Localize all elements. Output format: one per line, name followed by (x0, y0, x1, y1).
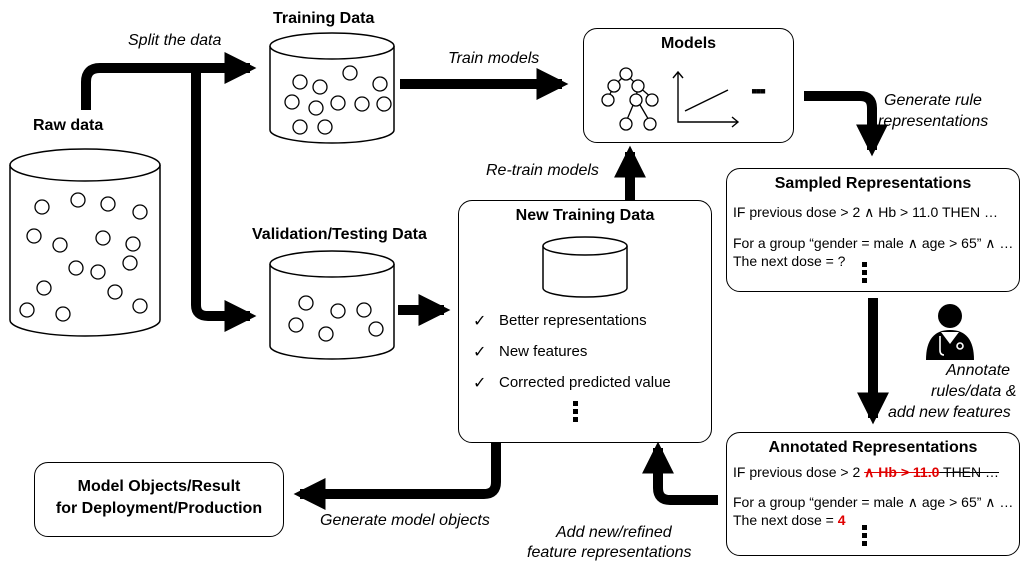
models-title: Models (660, 35, 717, 52)
raw-data-points (19, 192, 148, 322)
output-line-1: Model Objects/Result (77, 478, 241, 495)
sampled-rule-line: IF previous dose > 2 ∧ Hb > 11.0 THEN … (733, 204, 998, 220)
checkmark-icon: ✓ (473, 344, 487, 361)
more-models-ellipsis: ▪▪▪ (751, 81, 766, 101)
annotated-rule-suffix: THEN … (939, 464, 1000, 480)
add-new-refined-label: Add new/refined (556, 524, 672, 541)
training-data-cylinder (269, 32, 395, 144)
sampled-next-dose-line: The next dose = ? (733, 253, 846, 269)
checkmark-icon: ✓ (473, 375, 487, 392)
annotated-next-dose-prefix: The next dose = (733, 512, 838, 528)
annotated-rule-struck: ∧ Hb > 11.0 (864, 464, 940, 480)
models-box: Models ▪▪▪ (583, 28, 794, 143)
annotated-representations-box: Annotated Representations IF previous do… (726, 432, 1020, 556)
split-data-label: Split the data (128, 32, 222, 49)
output-line-2: for Deployment/Production (55, 500, 263, 517)
generate-model-objects-label: Generate model objects (320, 512, 490, 529)
database-icon (542, 236, 628, 298)
sampled-more-ellipsis (862, 262, 867, 286)
retrain-models-label: Re-train models (486, 162, 599, 179)
feature-representations-label: feature representations (527, 544, 692, 561)
annotated-group-line: For a group “gender = male ∧ age > 65” ∧… (733, 494, 1014, 510)
item-new-features: New features (499, 343, 588, 360)
annotated-next-dose-line: The next dose = 4 (733, 512, 845, 528)
item-corrected-predicted-value: Corrected predicted value (499, 374, 671, 391)
sampled-representations-box: Sampled Representations IF previous dose… (726, 168, 1020, 292)
representations-label: representations (878, 113, 989, 130)
annotated-rule-line: IF previous dose > 2 ∧ Hb > 11.0 THEN … (733, 464, 999, 481)
train-models-label: Train models (448, 50, 540, 67)
validation-data-cylinder (269, 250, 395, 360)
new-training-data-title: New Training Data (515, 207, 655, 224)
raw-data-label: Raw data (33, 117, 104, 134)
training-data-points (284, 65, 392, 135)
split-arrows (81, 51, 890, 511)
validation-data-points (288, 295, 384, 342)
new-training-data-box: New Training Data ✓ Better representatio… (458, 200, 712, 443)
item-better-representations: Better representations (499, 312, 647, 329)
annotated-more-ellipsis (862, 525, 867, 549)
sampled-representations-title: Sampled Representations (774, 175, 972, 192)
more-items-ellipsis (573, 401, 578, 425)
checkmark-icon: ✓ (473, 313, 487, 330)
doctor-icon (926, 304, 974, 360)
generate-rule-label: Generate rule (884, 92, 982, 109)
rules-data-label: rules/data & (931, 383, 1017, 400)
annotated-rule-prefix: IF previous dose > 2 (733, 464, 865, 480)
annotated-next-dose-value: 4 (837, 512, 846, 528)
validation-testing-data-label: Validation/Testing Data (252, 226, 427, 243)
line-chart-icon (672, 70, 740, 128)
decision-tree-icon (601, 67, 659, 131)
sampled-group-line: For a group “gender = male ∧ age > 65” ∧… (733, 235, 1014, 251)
annotated-representations-title: Annotated Representations (768, 439, 978, 456)
annotate-label: Annotate (946, 362, 1011, 379)
training-data-label: Training Data (273, 10, 375, 27)
add-new-features-label: add new features (888, 404, 1011, 421)
model-objects-output-box: Model Objects/Result for Deployment/Prod… (34, 462, 284, 537)
